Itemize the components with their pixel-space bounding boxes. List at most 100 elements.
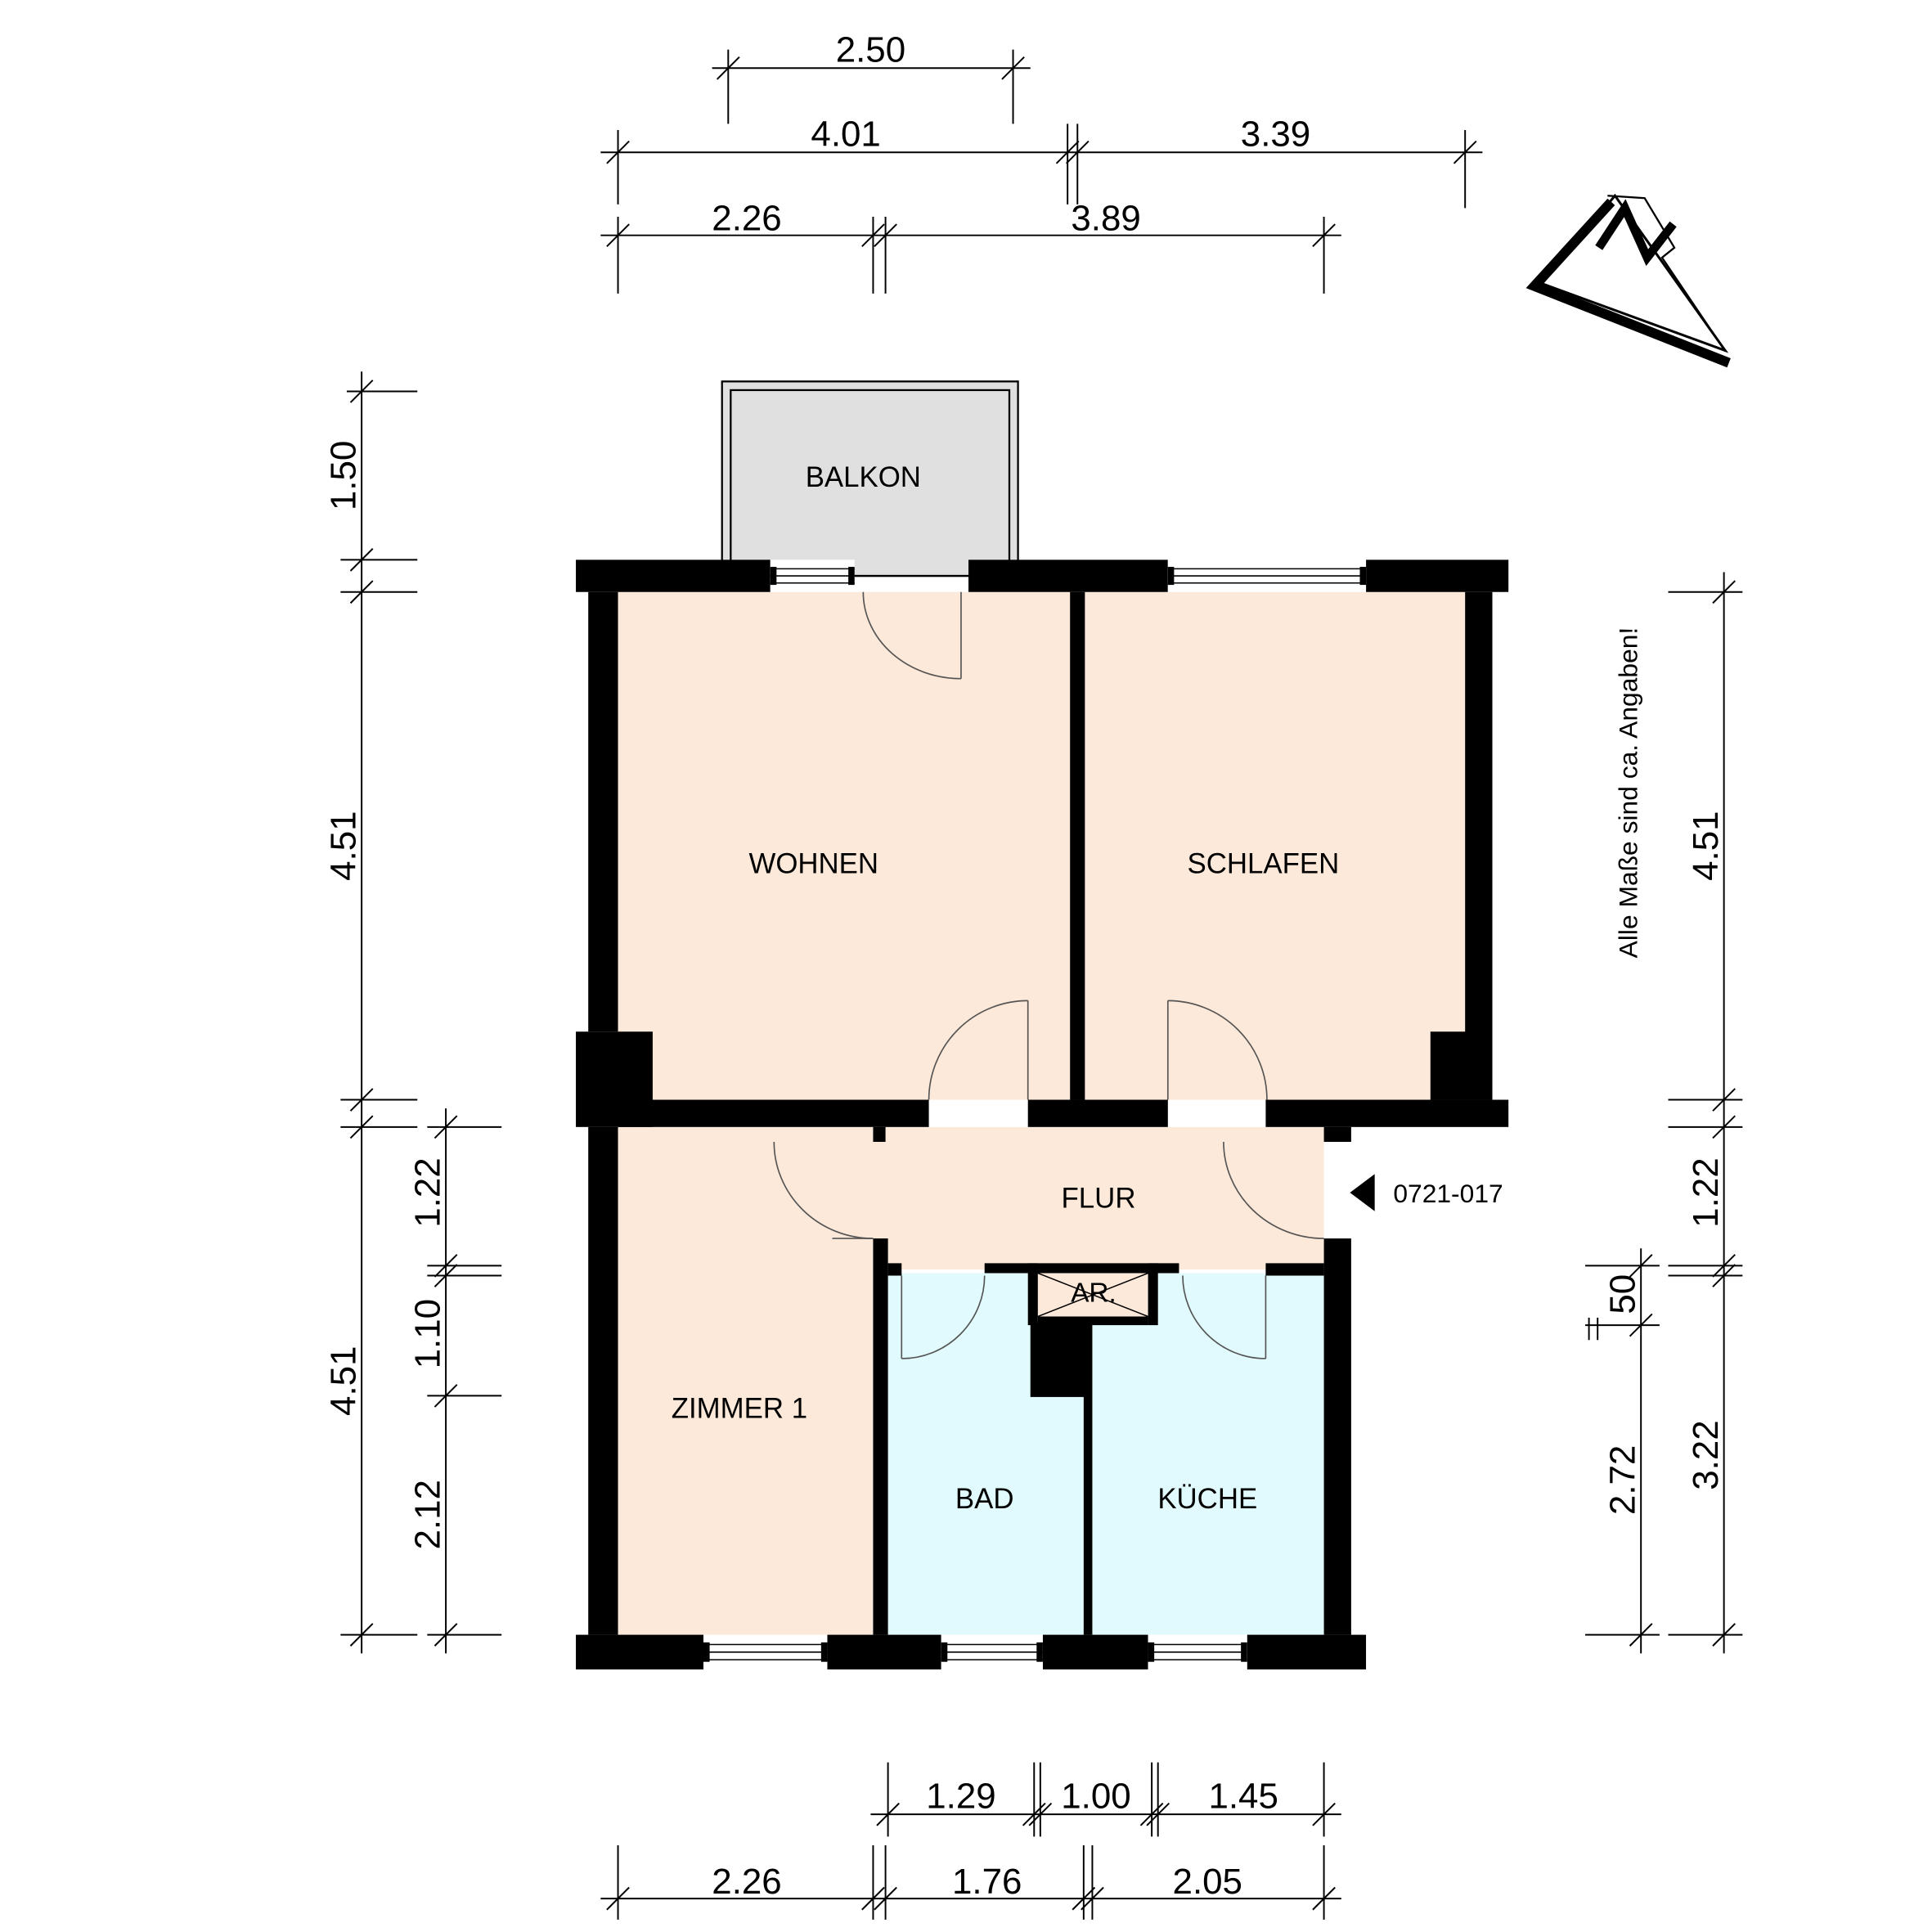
- wall-bottom-3: [1042, 1634, 1148, 1670]
- dimension-tick: [1712, 1264, 1736, 1287]
- dimension-tick: [861, 223, 885, 248]
- dimension-tick: [349, 1623, 374, 1647]
- dimension-tick: [434, 1384, 458, 1408]
- dimension-tick: [434, 1254, 458, 1278]
- dimension-label: 1.45: [1208, 1777, 1278, 1817]
- room-label-zimmer-1: ZIMMER 1: [672, 1393, 807, 1425]
- window: [1148, 1634, 1247, 1670]
- door-swing-kueche: [1182, 1275, 1266, 1359]
- window-post: [1036, 1642, 1043, 1662]
- dimension-tick: [606, 140, 630, 164]
- chimney-block: [1030, 1323, 1090, 1397]
- dimension-label: 2.72: [1603, 1445, 1643, 1515]
- dimension-tick: [861, 1886, 885, 1911]
- door-swing-wohnen: [928, 1000, 1028, 1100]
- balcony: [721, 380, 1019, 577]
- balcony-area: [721, 380, 1019, 577]
- window-post: [1241, 1642, 1247, 1662]
- room-label-bad: BAD: [955, 1483, 1014, 1515]
- dimension-label: 2.26: [712, 199, 781, 239]
- doors: [773, 591, 1324, 1359]
- wall-pillar-right: [1430, 1031, 1493, 1100]
- dimension-tick: [1022, 1802, 1046, 1826]
- north-arrow-icon: [1525, 193, 1731, 368]
- wall-wohnen-schlafen: [1070, 591, 1085, 1100]
- dimension-tick: [1312, 223, 1336, 248]
- dimension-tick: [349, 380, 374, 403]
- dimension-tick: [1312, 1886, 1336, 1911]
- window: [770, 559, 855, 592]
- balcony-railing: [730, 389, 1011, 577]
- dimension-tick: [434, 1115, 458, 1139]
- dimension-label: 1.50: [324, 441, 364, 510]
- room-kueche-floor: [1092, 1273, 1324, 1635]
- wall-abstellraum-left: [1027, 1263, 1038, 1326]
- window-post: [770, 567, 777, 586]
- dimension-tick: [1139, 1802, 1164, 1826]
- dimension-tick: [1712, 1623, 1736, 1647]
- abstellraum-cross: [1037, 1272, 1148, 1318]
- dimension-label: 50: [1603, 1274, 1643, 1314]
- entrance-marker: 0721-017: [1350, 1174, 1503, 1211]
- wall-pillar-left: [576, 1031, 653, 1127]
- dimension-tick: [716, 56, 740, 80]
- dimension-label: 1.76: [952, 1862, 1022, 1902]
- wall-bottom-1: [576, 1634, 704, 1670]
- approximate-dimensions-note: Alle Maße sind ca. Angaben!: [1614, 627, 1643, 959]
- dimension-tick: [1028, 1802, 1053, 1826]
- dimension-label: 2.26: [712, 1862, 781, 1902]
- north-arrow-letter-outline: [1607, 195, 1725, 350]
- window: [1167, 559, 1367, 592]
- wall-middle-center: [1027, 1099, 1168, 1127]
- wall-bad-kueche: [1083, 1323, 1093, 1635]
- room-zimmer-1-floor: [618, 1126, 874, 1635]
- dimension-tick: [349, 1115, 374, 1139]
- dimension-label: 1.22: [408, 1157, 448, 1227]
- dimension-tick: [349, 548, 374, 572]
- room-label-abstellraum: AR.: [1071, 1278, 1117, 1308]
- room-label-wohnen: WOHNEN: [748, 847, 878, 879]
- wall-bottom-2: [827, 1634, 941, 1670]
- window-post: [820, 1642, 828, 1662]
- dimension-label: 4.51: [324, 1346, 364, 1416]
- window-post: [1148, 1642, 1155, 1662]
- dimension-labels: 2.50 4.01 3.39 2.26 3.89 1.50 4.51 4.51 …: [324, 30, 1727, 1902]
- dimension-label: 4.51: [324, 811, 364, 880]
- room-flur-floor: [873, 1126, 1324, 1269]
- wall-zimmer-bad: [873, 1238, 888, 1635]
- dimension-tick: [1312, 1802, 1336, 1826]
- dimension-label: 4.01: [811, 115, 880, 155]
- dimension-tick: [1712, 1088, 1736, 1112]
- dimension-tick: [1072, 1886, 1096, 1911]
- dimension-label: 1.00: [1061, 1777, 1130, 1817]
- wall-top-left: [576, 559, 771, 592]
- room-labels: BALKON WOHNEN SCHLAFEN FLUR ZIMMER 1 BAD…: [672, 461, 1339, 1515]
- dimension-label: 4.51: [1686, 811, 1726, 880]
- dimension-tick: [876, 1802, 900, 1826]
- dimension-tick: [1065, 140, 1090, 164]
- window-post: [703, 1642, 710, 1662]
- wall-right-upper: [1465, 591, 1493, 1100]
- dimension-label: 2.12: [408, 1480, 448, 1549]
- room-label-kueche: KÜCHE: [1157, 1483, 1257, 1515]
- door-swing-schlafen: [1167, 1000, 1268, 1100]
- room-label-balkon: BALKON: [806, 461, 921, 493]
- dimension-tick: [349, 1088, 374, 1112]
- dimension-label: 3.22: [1686, 1420, 1726, 1489]
- dimension-label: 3.39: [1241, 115, 1310, 155]
- walls: [576, 559, 1509, 1670]
- dimension-tick: [606, 223, 630, 248]
- wall-left-upper: [588, 591, 618, 1032]
- dimension-label: 2.50: [836, 30, 905, 70]
- wall-flur-kueche: [1265, 1263, 1324, 1276]
- wall-abstellraum-bottom: [1037, 1316, 1148, 1326]
- window-post: [941, 1642, 948, 1662]
- wall-right-lower: [1323, 1238, 1351, 1635]
- wall-entrance-stub: [1323, 1126, 1351, 1143]
- dimension-label: 1.22: [1686, 1157, 1726, 1227]
- north-arrow-letter: [1595, 199, 1677, 267]
- dimension-tick: [434, 1623, 458, 1647]
- dimension-tick: [1629, 1254, 1653, 1278]
- dimension-tick: [1712, 580, 1736, 604]
